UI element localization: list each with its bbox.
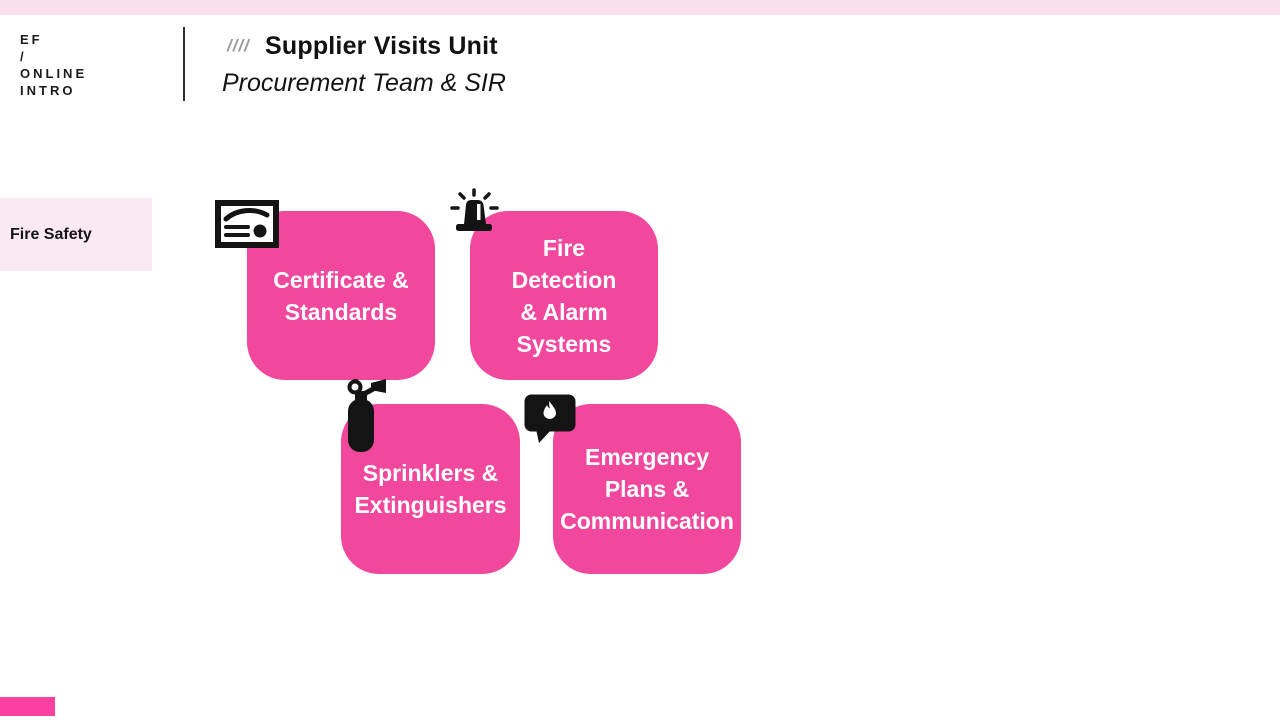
card-label-line: Communication <box>560 508 734 534</box>
logo-line: EF <box>20 32 43 47</box>
title-slashes-ornament: //// <box>227 36 250 55</box>
ef-online-intro-logo: EF / ONLINE INTRO <box>20 31 87 99</box>
page-title: Supplier Visits Unit <box>265 32 498 60</box>
logo-line: INTRO <box>20 83 76 98</box>
card-label-line: Sprinklers & <box>362 460 499 486</box>
card-label-line: Plans & <box>604 476 690 502</box>
page-subtitle: Procurement Team & SIR <box>222 69 506 97</box>
card-label: Certificate & Standards <box>273 264 408 328</box>
card-fire-detection-alarm-systems: Fire Detection & Alarm Systems <box>470 211 658 380</box>
card-emergency-plans-communication: Emergency Plans & Communication <box>553 404 741 574</box>
card-label-line: Systems <box>516 330 612 357</box>
card-label-line: Emergency <box>584 444 709 470</box>
certificate-icon <box>215 200 279 248</box>
card-label: Sprinklers & Extinguishers <box>354 457 506 521</box>
category-label: Fire Safety <box>10 225 92 243</box>
card-label: Emergency Plans & Communication <box>560 441 734 537</box>
card-sprinklers-extinguishers: Sprinklers & Extinguishers <box>341 404 520 574</box>
logo-line: / <box>20 49 27 64</box>
card-label-line: Standards <box>284 298 398 325</box>
card-label-line: Extinguishers <box>354 492 507 518</box>
category-chip-fire-safety: Fire Safety <box>0 198 152 271</box>
chat-flame-icon <box>523 393 577 443</box>
logo-line: ONLINE <box>20 66 88 81</box>
card-label-line: Fire <box>542 234 586 261</box>
card-label-line: & Alarm <box>520 298 608 325</box>
header-divider <box>183 27 185 101</box>
top-accent-strip <box>0 0 1280 15</box>
bottom-left-accent-block <box>0 697 55 716</box>
card-label-line: Certificate & <box>273 266 409 293</box>
card-label: Fire Detection & Alarm Systems <box>512 232 617 360</box>
siren-icon <box>450 188 500 235</box>
fire-extinguisher-icon <box>342 378 386 454</box>
card-label-line: Detection <box>511 266 617 293</box>
